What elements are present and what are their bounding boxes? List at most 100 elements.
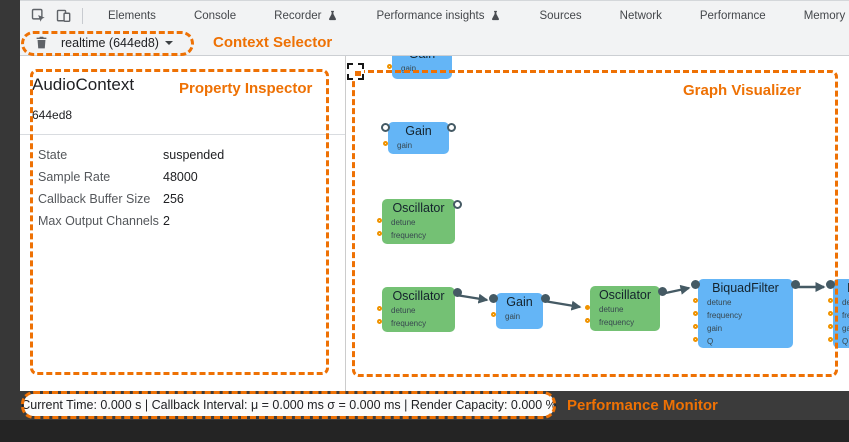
param-port	[828, 311, 833, 316]
tab-label: Elements	[108, 9, 156, 22]
property-value: 2	[163, 214, 170, 228]
tab-network[interactable]: Network	[601, 1, 681, 30]
chevron-down-icon	[164, 41, 173, 49]
property-label: Callback Buffer Size	[38, 192, 151, 206]
browser-edge-strip	[0, 0, 20, 442]
param-port	[377, 306, 382, 311]
tab-memory[interactable]: Memory	[785, 1, 849, 30]
param-port	[693, 337, 698, 342]
param-frequency: frequency	[693, 309, 793, 322]
param-label: detune	[391, 218, 416, 227]
tab-performance[interactable]: Performance	[681, 1, 785, 30]
input-port	[489, 294, 498, 303]
audio-node-oscillator[interactable]: Oscillator detune frequency	[377, 287, 462, 332]
device-toolbar-icon[interactable]	[55, 8, 71, 24]
node-title: BiquadFilter	[833, 279, 849, 295]
param-gain: gain	[828, 322, 849, 335]
inspector-divider	[20, 134, 345, 135]
tab-label: Console	[193, 9, 237, 22]
param-port	[693, 298, 698, 303]
param-frequency: frequency	[377, 317, 455, 330]
annotation-property-inspector-label: Property Inspector	[179, 80, 313, 97]
param-port	[585, 318, 590, 323]
property-label: Max Output Channels	[38, 214, 159, 228]
param-label: frequency	[707, 311, 743, 320]
param-gain: gain	[491, 310, 543, 323]
node-title: Oscillator	[392, 288, 445, 303]
annotation-corner-dot	[355, 71, 361, 76]
param-port	[693, 311, 698, 316]
param-port	[693, 324, 698, 329]
tab-label: Recorder	[274, 9, 322, 22]
param-label: detune	[391, 306, 416, 315]
property-row: Callback Buffer Size 256	[38, 188, 345, 210]
property-label: Sample Rate	[38, 170, 111, 184]
param-label: detune	[707, 298, 732, 307]
param-port	[383, 141, 388, 146]
context-selector-dropdown[interactable]: realtime (644ed8)	[61, 35, 159, 50]
param-port	[828, 298, 833, 303]
param-detune: detune	[828, 296, 849, 309]
context-type-title: AudioContext	[32, 75, 135, 94]
tab-label: Performance insights	[376, 9, 485, 22]
input-port	[691, 280, 700, 289]
tab-list: Elements Console Recorder Performance insig…	[89, 1, 849, 30]
param-label: gain	[842, 324, 849, 333]
param-label: frequency	[391, 231, 427, 240]
annotation-context-selector-label: Context Selector	[213, 34, 333, 51]
window-bottom-band	[0, 420, 849, 442]
param-gain: gain	[387, 62, 452, 75]
tab-console[interactable]: Console	[175, 1, 255, 30]
tab-elements[interactable]: Elements	[89, 1, 175, 30]
context-id: 644ed8	[32, 108, 73, 122]
node-title: Gain	[506, 294, 533, 309]
toolbar-separator	[82, 7, 83, 24]
param-port	[377, 218, 382, 223]
graph-canvas[interactable]: GaingainGaingainOscillatordetunefrequenc…	[346, 56, 849, 391]
devtools-tab-bar: Elements Console Recorder Performance insig…	[20, 1, 849, 30]
param-port	[828, 324, 833, 329]
tab-sources[interactable]: Sources	[520, 1, 600, 30]
trash-icon[interactable]	[34, 35, 49, 50]
output-port	[658, 287, 667, 296]
param-label: Q	[842, 337, 849, 346]
annotation-performance-monitor-label: Performance Monitor	[567, 397, 718, 414]
param-frequency: frequency	[377, 229, 455, 242]
param-detune: detune	[693, 296, 793, 309]
tab-label: Sources	[539, 9, 582, 22]
devtools-panel: Elements Console Recorder Performance insig…	[20, 0, 849, 391]
tab-performance-insights[interactable]: Performance insights	[357, 1, 520, 30]
property-label: State	[38, 148, 68, 162]
input-port	[826, 280, 835, 289]
param-label: gain	[397, 141, 413, 150]
param-port	[828, 337, 833, 342]
input-port	[381, 123, 390, 132]
output-port	[447, 123, 456, 132]
tab-label: Performance	[699, 9, 766, 22]
tab-recorder[interactable]: Recorder	[255, 1, 357, 30]
node-title: Gain	[392, 56, 452, 61]
experiment-beaker-icon	[327, 10, 338, 21]
property-value: 256	[163, 192, 184, 206]
param-label: detune	[599, 305, 624, 314]
node-title: BiquadFilter	[712, 280, 779, 295]
output-port	[791, 280, 800, 289]
inspect-element-icon[interactable]	[30, 8, 46, 24]
param-frequency: frequency	[828, 309, 849, 322]
param-label: frequency	[842, 311, 849, 320]
context-selector-bar: realtime (644ed8)	[20, 30, 849, 56]
output-port	[541, 294, 550, 303]
param-port	[377, 319, 382, 324]
output-port	[453, 288, 462, 297]
